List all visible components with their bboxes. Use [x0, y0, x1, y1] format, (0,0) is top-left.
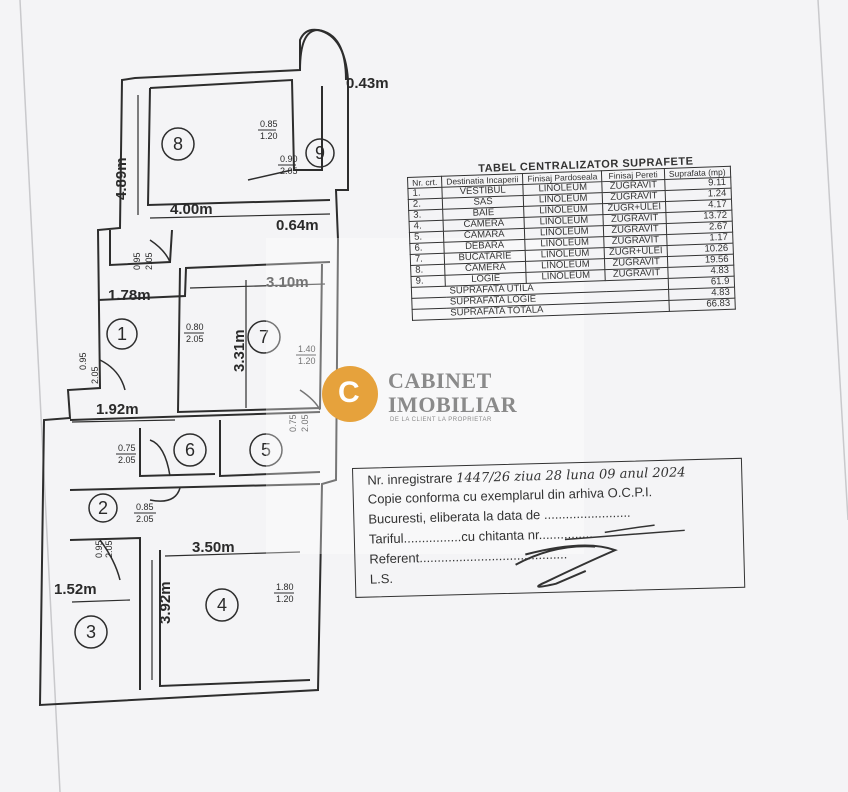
opening-7-bottom: 1.20	[298, 356, 316, 366]
ocpi-stamp: Nr. inregistrare 1447/26 ziua 28 luna 09…	[352, 457, 746, 598]
dim-room8-height: 4.89m	[113, 157, 130, 200]
room-number-9: 9	[315, 143, 325, 163]
surface-table: Nr. crt. Destinatia Incaperii Finisaj Pa…	[407, 166, 735, 321]
dim-corridor-gap: 0.64m	[276, 217, 319, 234]
logo-circle-icon	[322, 366, 378, 422]
opening-2-top: 0.85	[136, 502, 154, 512]
door-arc-5	[299, 389, 321, 411]
dimension-lines	[71, 95, 331, 680]
room-circle-4	[205, 588, 239, 622]
dim-room7-width: 3.10m	[266, 274, 309, 291]
room-circle-2	[88, 493, 118, 523]
opening-entry-top: 0.95	[78, 352, 88, 370]
dim-room7-height: 3.31m	[231, 329, 248, 372]
room-circle-3	[74, 615, 108, 649]
door-arc-entry	[99, 359, 126, 391]
dim-room4-height: 3.92m	[157, 581, 174, 624]
room-number-2: 2	[98, 498, 108, 518]
room-number-3: 3	[86, 622, 96, 642]
opening-6-bottom: 2.05	[118, 455, 136, 465]
opening-5-bottom: 2.05	[300, 414, 310, 432]
door-arc-sas	[149, 239, 171, 263]
room-circle-6	[173, 433, 207, 467]
dim-room4-width: 3.50m	[192, 539, 235, 556]
corridor-wall	[97, 261, 331, 301]
dim-line-3w	[71, 599, 131, 603]
page-edge-right	[817, 0, 848, 521]
room-number-7: 7	[259, 327, 269, 347]
logo-line1: CABINET	[388, 368, 492, 393]
dim-line-4w	[164, 551, 301, 557]
logo-line2: IMOBILIAR	[388, 392, 518, 417]
room-numbers: 1 2 3 4 5 6 7 8 9	[86, 134, 325, 642]
room4-wall	[159, 550, 311, 688]
door-swings	[99, 169, 321, 581]
door-arc-3	[99, 539, 121, 581]
sas-wall	[109, 229, 173, 267]
room-circles	[74, 127, 335, 649]
door-arc-6	[149, 439, 171, 477]
signature	[515, 524, 685, 588]
room-circle-1	[106, 318, 138, 350]
opening-labels: 0.85 1.20 0.90 2.05 0.95 2.05 0.80 2.05 …	[78, 119, 316, 604]
room-circle-8	[161, 127, 195, 161]
room8-bottom	[146, 87, 331, 207]
balcony-arc	[299, 28, 347, 81]
lower-wall	[69, 483, 321, 491]
opening-1-bottom: 2.05	[186, 334, 204, 344]
opening-9-top: 0.90	[280, 154, 298, 164]
opening-entry-bottom: 2.05	[90, 366, 100, 384]
room-number-1: 1	[117, 324, 127, 344]
room-circle-7	[247, 320, 281, 354]
room-number-4: 4	[217, 595, 227, 615]
room5-wall	[219, 420, 321, 478]
dim-room6-width: 1.92m	[96, 401, 139, 418]
dim-room8-width: 4.00m	[170, 201, 213, 218]
mid-wall	[69, 411, 321, 421]
logo-c-icon: C	[338, 376, 360, 409]
page-edge-left	[19, 0, 61, 792]
total-value: 66.83	[668, 298, 735, 312]
logo-tagline: DE LA CLIENT LA PROPRIETAR	[390, 417, 492, 423]
dim-line-6w	[71, 419, 176, 423]
opening-2-bottom: 2.05	[136, 514, 154, 524]
dim-balcony-gap: 0.43m	[346, 75, 389, 92]
opening-4-bottom: 1.20	[276, 594, 294, 604]
dim-room1-width: 1.78m	[108, 287, 151, 304]
watermark-overlay	[266, 238, 584, 554]
room3-wall	[69, 536, 141, 690]
opening-7-top: 1.40	[298, 344, 316, 354]
opening-3-bottom: 2.05	[104, 540, 114, 558]
dim-line-8w	[149, 213, 331, 219]
opening-6-top: 0.75	[118, 443, 136, 453]
opening-3-top: 0.95	[94, 540, 104, 558]
cell-blank	[412, 308, 447, 321]
room7-wall	[176, 263, 323, 414]
opening-sas-top: 0.95	[132, 252, 142, 270]
cabinet-imobiliar-logo: C CABINET IMOBILIAR DE LA CLIENT LA PROP…	[322, 364, 562, 426]
door-arc-2	[149, 487, 181, 502]
dim-line-7w	[189, 283, 326, 289]
room-number-5: 5	[261, 440, 271, 460]
room8-inner	[149, 78, 323, 171]
opening-5-top: 0.75	[288, 414, 298, 432]
opening-9-bottom: 2.05	[280, 166, 298, 176]
opening-8-top: 0.85	[260, 119, 278, 129]
door-arc-8	[247, 169, 293, 181]
opening-1-top: 0.80	[186, 322, 204, 332]
room-circle-5	[249, 433, 283, 467]
room-number-6: 6	[185, 440, 195, 460]
room-number-8: 8	[173, 134, 183, 154]
opening-sas-bottom: 2.05	[144, 252, 154, 270]
dim-room3-width: 1.52m	[54, 581, 97, 598]
room6-wall	[139, 428, 216, 478]
opening-8-bottom: 1.20	[260, 131, 278, 141]
opening-4-top: 1.80	[276, 582, 294, 592]
room-circle-9	[305, 138, 335, 168]
